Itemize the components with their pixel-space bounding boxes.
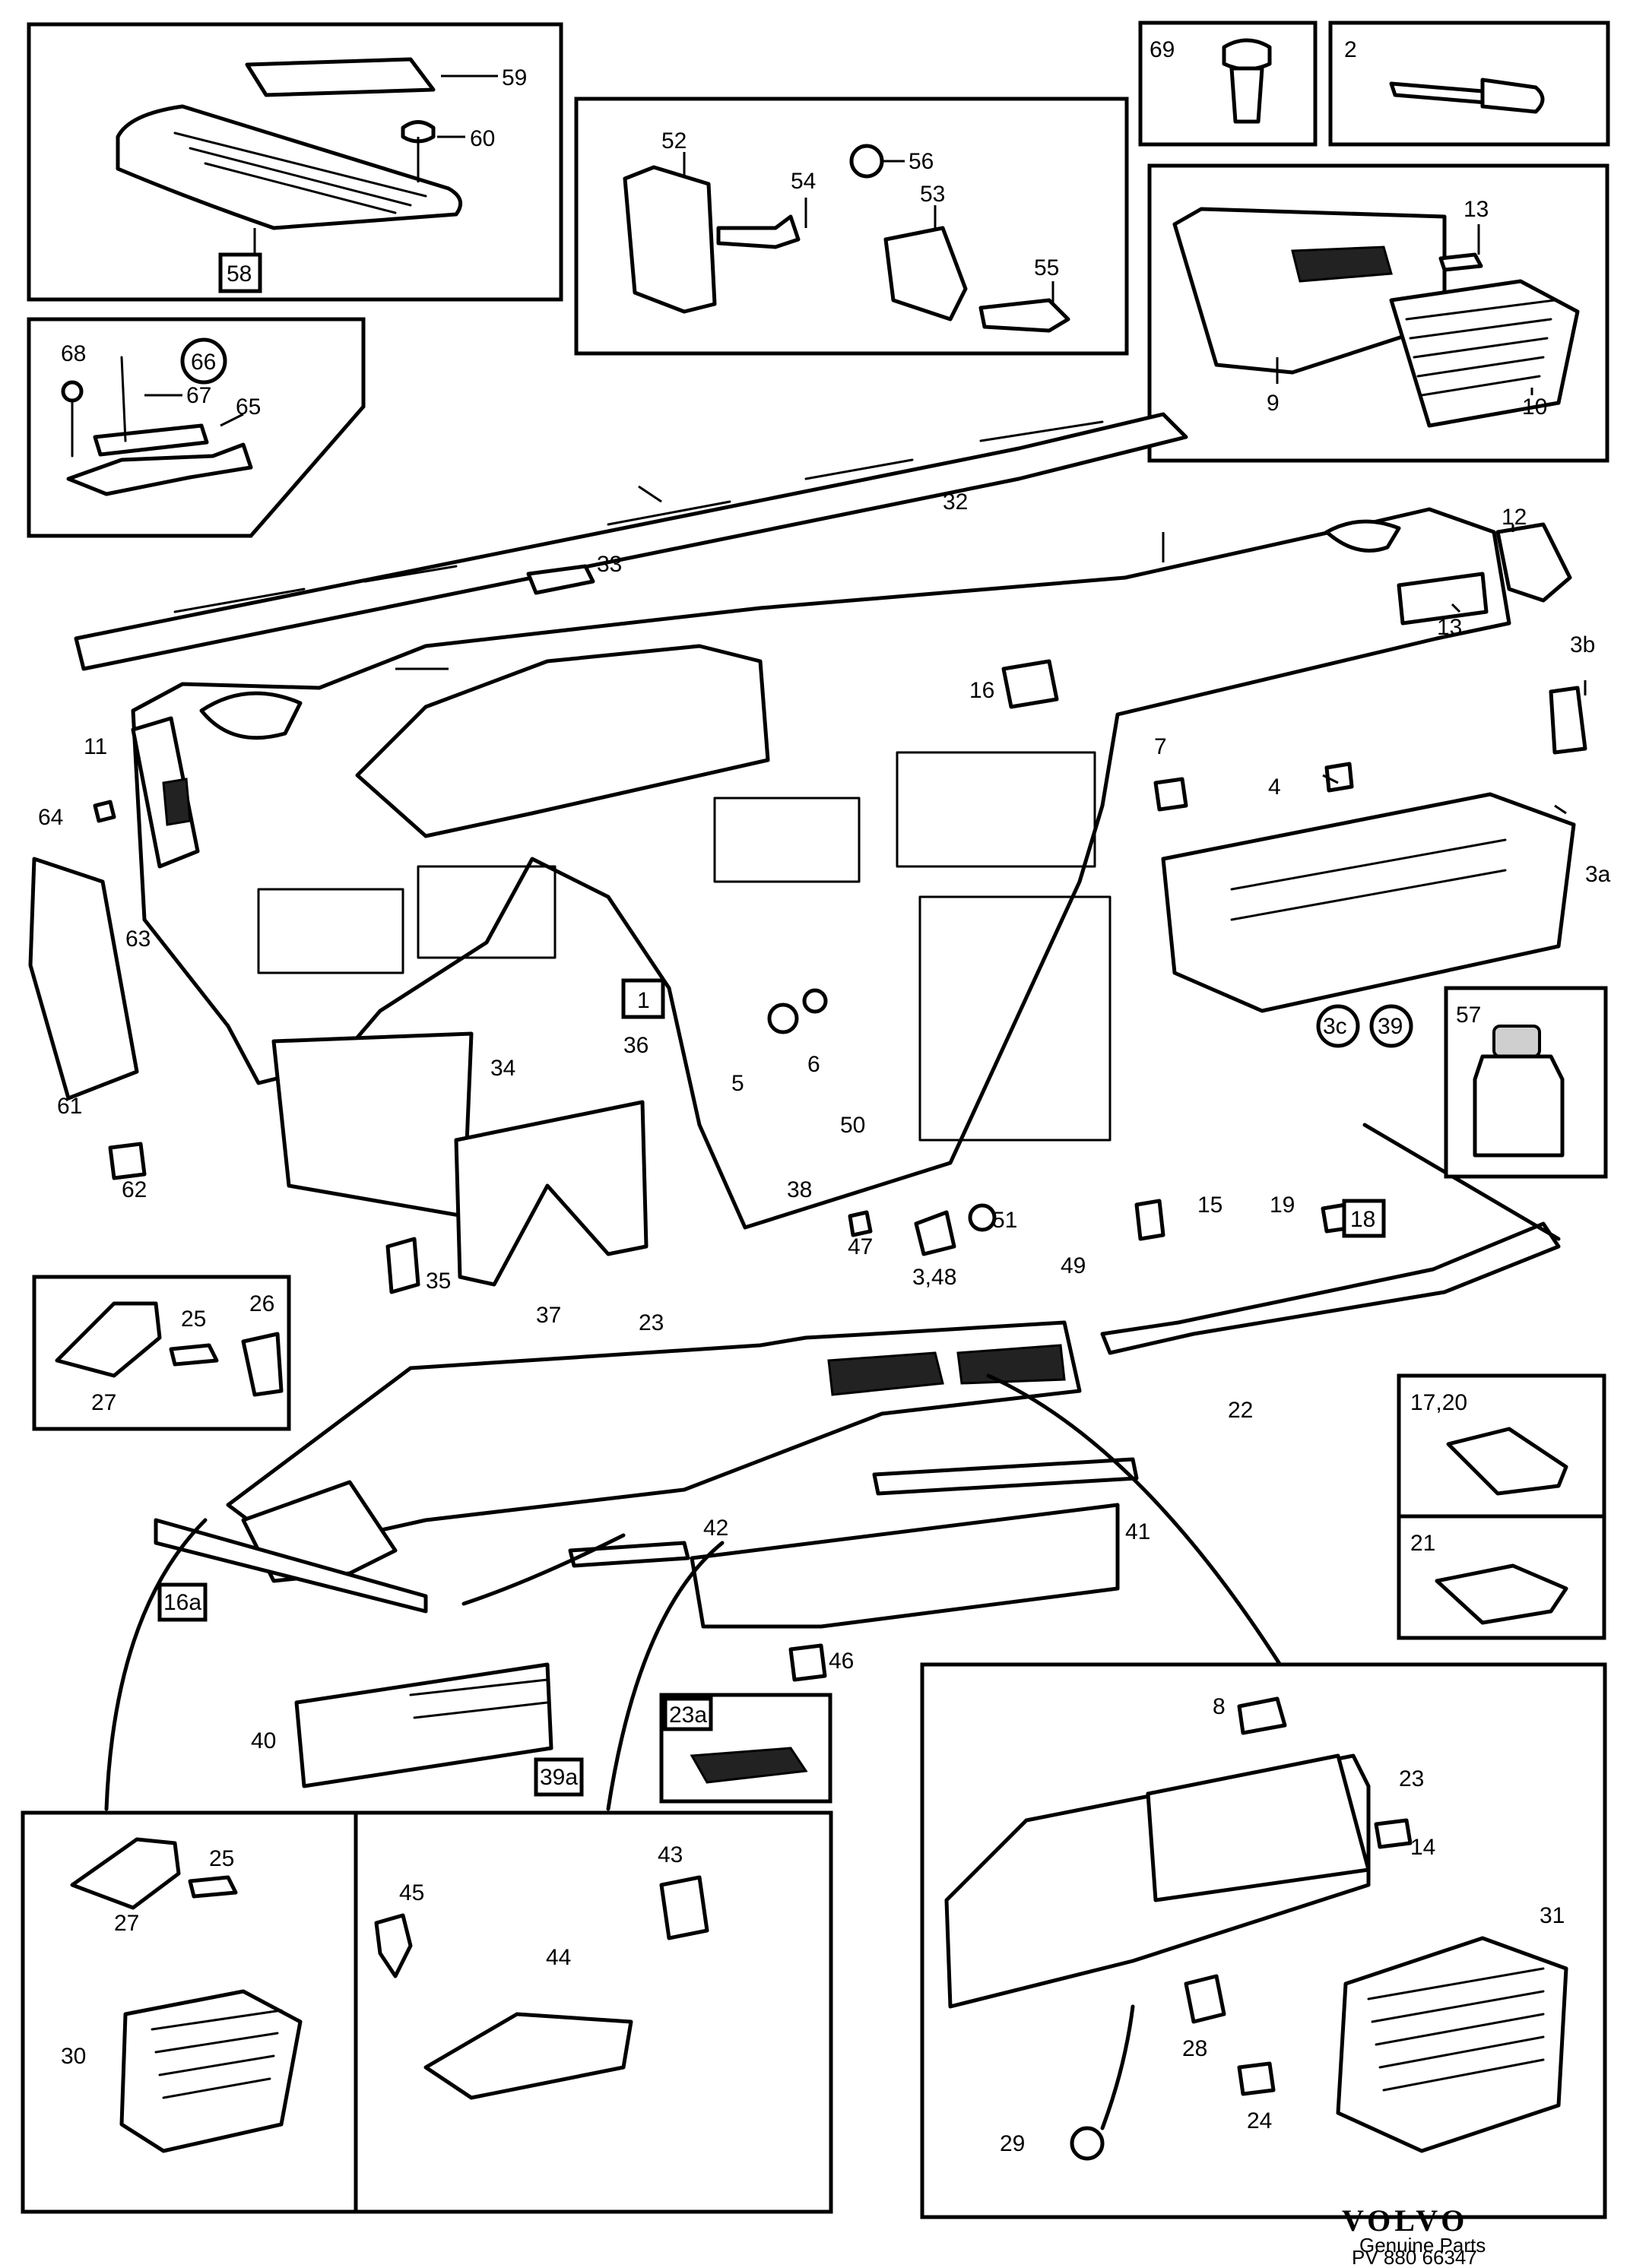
label-3-48: 3,48 bbox=[912, 1265, 956, 1290]
label-63: 63 bbox=[125, 927, 151, 952]
label-23a: 23 bbox=[639, 1310, 664, 1335]
main-dashboard bbox=[28, 412, 1587, 1355]
label-3c: 3c bbox=[1323, 1014, 1347, 1039]
label-51: 51 bbox=[992, 1208, 1017, 1233]
label-26: 26 bbox=[249, 1291, 274, 1316]
inset-vent-9: 13 9 10 bbox=[1147, 163, 1609, 463]
label-47: 47 bbox=[848, 1234, 873, 1259]
label-12: 12 bbox=[1502, 505, 1527, 530]
label-69: 69 bbox=[1150, 37, 1175, 62]
label-39a: 39a bbox=[540, 1765, 578, 1790]
label-7: 7 bbox=[1154, 734, 1167, 759]
label-21: 21 bbox=[1410, 1531, 1435, 1556]
label-38: 38 bbox=[787, 1177, 812, 1202]
label-14: 14 bbox=[1410, 1835, 1435, 1860]
label-56: 56 bbox=[909, 149, 934, 174]
label-45: 45 bbox=[399, 1880, 424, 1905]
label-16: 16 bbox=[969, 678, 994, 703]
label-55: 55 bbox=[1034, 255, 1059, 280]
main-labels: 32 33 12 13 3b 16 11 7 4 3a 64 63 1 5 6 … bbox=[38, 489, 1611, 1423]
label-13: 13 bbox=[1464, 197, 1489, 222]
label-9: 9 bbox=[1267, 391, 1280, 416]
label-57: 57 bbox=[1456, 1003, 1481, 1028]
label-60: 60 bbox=[470, 126, 495, 151]
label-67: 67 bbox=[186, 383, 211, 408]
label-18: 18 bbox=[1350, 1207, 1375, 1232]
label-41: 41 bbox=[1125, 1519, 1150, 1544]
label-34: 34 bbox=[490, 1056, 515, 1081]
label-16a: 16a bbox=[163, 1590, 201, 1615]
label-24: 24 bbox=[1247, 2108, 1272, 2133]
label-25b: 25 bbox=[209, 1846, 234, 1871]
label-43: 43 bbox=[658, 1842, 683, 1867]
label-19: 19 bbox=[1270, 1193, 1295, 1218]
label-10: 10 bbox=[1522, 394, 1547, 420]
label-52: 52 bbox=[661, 128, 687, 154]
label-33: 33 bbox=[597, 552, 622, 577]
inset-clip-27a: 25 26 27 bbox=[32, 1275, 291, 1431]
inset-clip-69: 69 bbox=[1138, 21, 1318, 147]
inset-vent-31: 8 23 14 31 28 29 24 bbox=[920, 1662, 1607, 2219]
label-53: 53 bbox=[920, 182, 945, 207]
label-49: 49 bbox=[1061, 1253, 1086, 1278]
label-54: 54 bbox=[791, 169, 816, 194]
label-40: 40 bbox=[251, 1728, 276, 1753]
inset-switch-44: 45 44 43 bbox=[354, 1810, 833, 2214]
label-6: 6 bbox=[807, 1052, 820, 1077]
label-22: 22 bbox=[1228, 1398, 1253, 1423]
label-4: 4 bbox=[1268, 774, 1281, 800]
label-65: 65 bbox=[236, 394, 261, 420]
inset-clip-17-20: 17,20 bbox=[1397, 1373, 1606, 1519]
label-11: 11 bbox=[84, 734, 107, 759]
fascia-23: 23 16a 42 41 46 40 39a bbox=[104, 1310, 1287, 1811]
label-8: 8 bbox=[1213, 1694, 1226, 1719]
inset-23a: 23a bbox=[659, 1693, 832, 1804]
label-50: 50 bbox=[840, 1113, 865, 1138]
label-3b: 3b bbox=[1570, 632, 1595, 657]
label-66: 66 bbox=[191, 350, 216, 375]
label-23a-box: 23a bbox=[669, 1703, 707, 1728]
label-1: 1 bbox=[637, 988, 650, 1013]
footer-brand: VOLVO Genuine Parts PV 880 66347 bbox=[1342, 2203, 1486, 2268]
label-23b: 23 bbox=[1399, 1766, 1424, 1791]
label-59: 59 bbox=[502, 65, 527, 90]
label-29: 29 bbox=[1000, 2131, 1025, 2156]
label-27b: 27 bbox=[114, 1911, 139, 1936]
label-64: 64 bbox=[38, 805, 63, 830]
genuine-parts-text: Genuine Parts bbox=[1359, 2234, 1486, 2257]
label-30: 30 bbox=[61, 2044, 86, 2069]
part-code-text: PV 880 66347 bbox=[1352, 2246, 1477, 2268]
label-68: 68 bbox=[61, 341, 86, 366]
inset-vent-30: 25 27 30 bbox=[21, 1810, 358, 2214]
label-42: 42 bbox=[703, 1516, 728, 1541]
inset-brackets-52: 52 54 56 53 55 bbox=[574, 97, 1129, 356]
inset-mount-65: 68 67 66 65 bbox=[27, 317, 366, 538]
label-25a: 25 bbox=[181, 1307, 206, 1332]
label-28: 28 bbox=[1182, 2036, 1207, 2061]
label-3a: 3a bbox=[1585, 862, 1611, 887]
inset-bottle-57: 57 bbox=[1444, 986, 1608, 1179]
inset-cover-58: 59 60 58 bbox=[27, 22, 563, 302]
inset-clip-21: 21 bbox=[1397, 1514, 1606, 1640]
label-58: 58 bbox=[227, 261, 252, 287]
inset-rivet-2: 2 bbox=[1328, 21, 1610, 147]
label-44: 44 bbox=[546, 1945, 571, 1970]
label-46: 46 bbox=[829, 1649, 854, 1674]
volvo-logo-text: VOLVO bbox=[1342, 2203, 1468, 2238]
label-17-20: 17,20 bbox=[1410, 1390, 1467, 1415]
label-27a: 27 bbox=[91, 1390, 116, 1415]
label-62: 62 bbox=[122, 1177, 147, 1202]
label-2: 2 bbox=[1344, 37, 1357, 62]
label-36: 36 bbox=[623, 1033, 649, 1058]
label-5: 5 bbox=[731, 1071, 744, 1096]
label-61: 61 bbox=[57, 1094, 82, 1119]
label-31: 31 bbox=[1540, 1903, 1565, 1928]
label-13b: 13 bbox=[1437, 615, 1462, 640]
label-35: 35 bbox=[426, 1269, 451, 1294]
label-37: 37 bbox=[536, 1303, 561, 1328]
label-32: 32 bbox=[943, 489, 968, 515]
label-15: 15 bbox=[1197, 1193, 1222, 1218]
label-39: 39 bbox=[1378, 1014, 1403, 1039]
